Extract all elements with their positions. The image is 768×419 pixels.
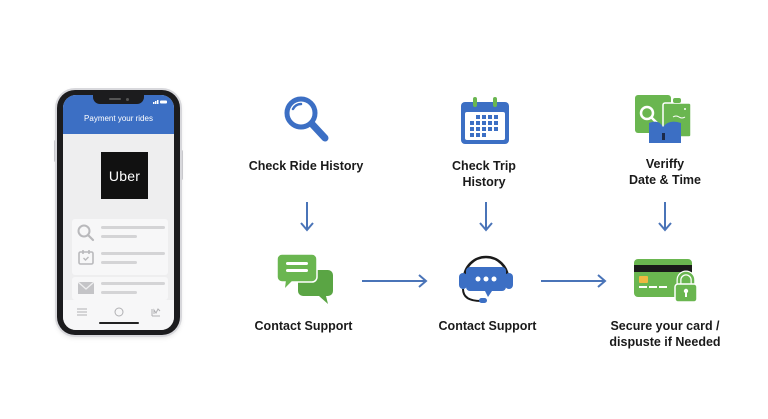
card-lock-icon: [634, 259, 698, 303]
arrow-down-3: [664, 202, 666, 230]
list-line: [101, 226, 165, 229]
arrow-down-2: [485, 202, 487, 230]
arrowhead-right-icon: [597, 274, 607, 288]
phone-notch: [93, 95, 144, 104]
step-check-ride-history: Check Ride History: [248, 159, 364, 173]
list-line: [101, 291, 137, 294]
arrowhead-down-icon: [300, 222, 314, 232]
arrowhead-right-icon: [418, 274, 428, 288]
screen-header: Payment your rides: [63, 95, 174, 134]
menu-icon[interactable]: [77, 308, 87, 316]
calendar-icon[interactable]: [78, 249, 94, 265]
calendar-icon: [461, 97, 509, 144]
speaker-icon: [109, 98, 121, 100]
arrowhead-down-icon: [479, 222, 493, 232]
list-line: [101, 282, 165, 285]
step-verify-date-time: Veriffy Date & Time: [628, 157, 701, 187]
verify-document-icon: [635, 95, 692, 143]
phone-screen: Payment your rides Uber: [63, 95, 174, 330]
step-check-trip-history: Check Trip History: [452, 159, 516, 189]
status-icons: [153, 100, 167, 104]
phone-power-button: [180, 150, 183, 180]
chart-icon[interactable]: [151, 307, 161, 317]
screen-title: Payment your rides: [84, 114, 153, 123]
list-card-1: [72, 219, 168, 275]
camera-icon: [126, 98, 129, 101]
phone-mockup: Payment your rides Uber: [57, 90, 180, 335]
home-icon[interactable]: [114, 307, 124, 317]
magnifier-icon: [284, 96, 329, 142]
search-icon[interactable]: [77, 224, 95, 242]
list-line: [101, 252, 165, 255]
mail-icon[interactable]: [78, 281, 94, 295]
step-contact-support-1: Contact Support: [254, 319, 353, 333]
home-indicator: [99, 322, 139, 324]
uber-logo: Uber: [101, 152, 148, 199]
arrow-right-2: [541, 280, 605, 282]
list-line: [101, 261, 137, 264]
list-card-2: [72, 277, 168, 300]
step-contact-support-2: Contact Support: [438, 319, 537, 333]
tab-bar: [63, 300, 174, 330]
chat-bubbles-icon: [276, 253, 333, 304]
phone-side-button: [54, 140, 57, 162]
step-secure-card: Secure your card / dispuste if Needed: [609, 319, 721, 349]
arrowhead-down-icon: [658, 222, 672, 232]
headset-icon: [459, 255, 513, 303]
arrow-right-1: [362, 280, 426, 282]
arrow-down-1: [306, 202, 308, 230]
list-line: [101, 235, 137, 238]
